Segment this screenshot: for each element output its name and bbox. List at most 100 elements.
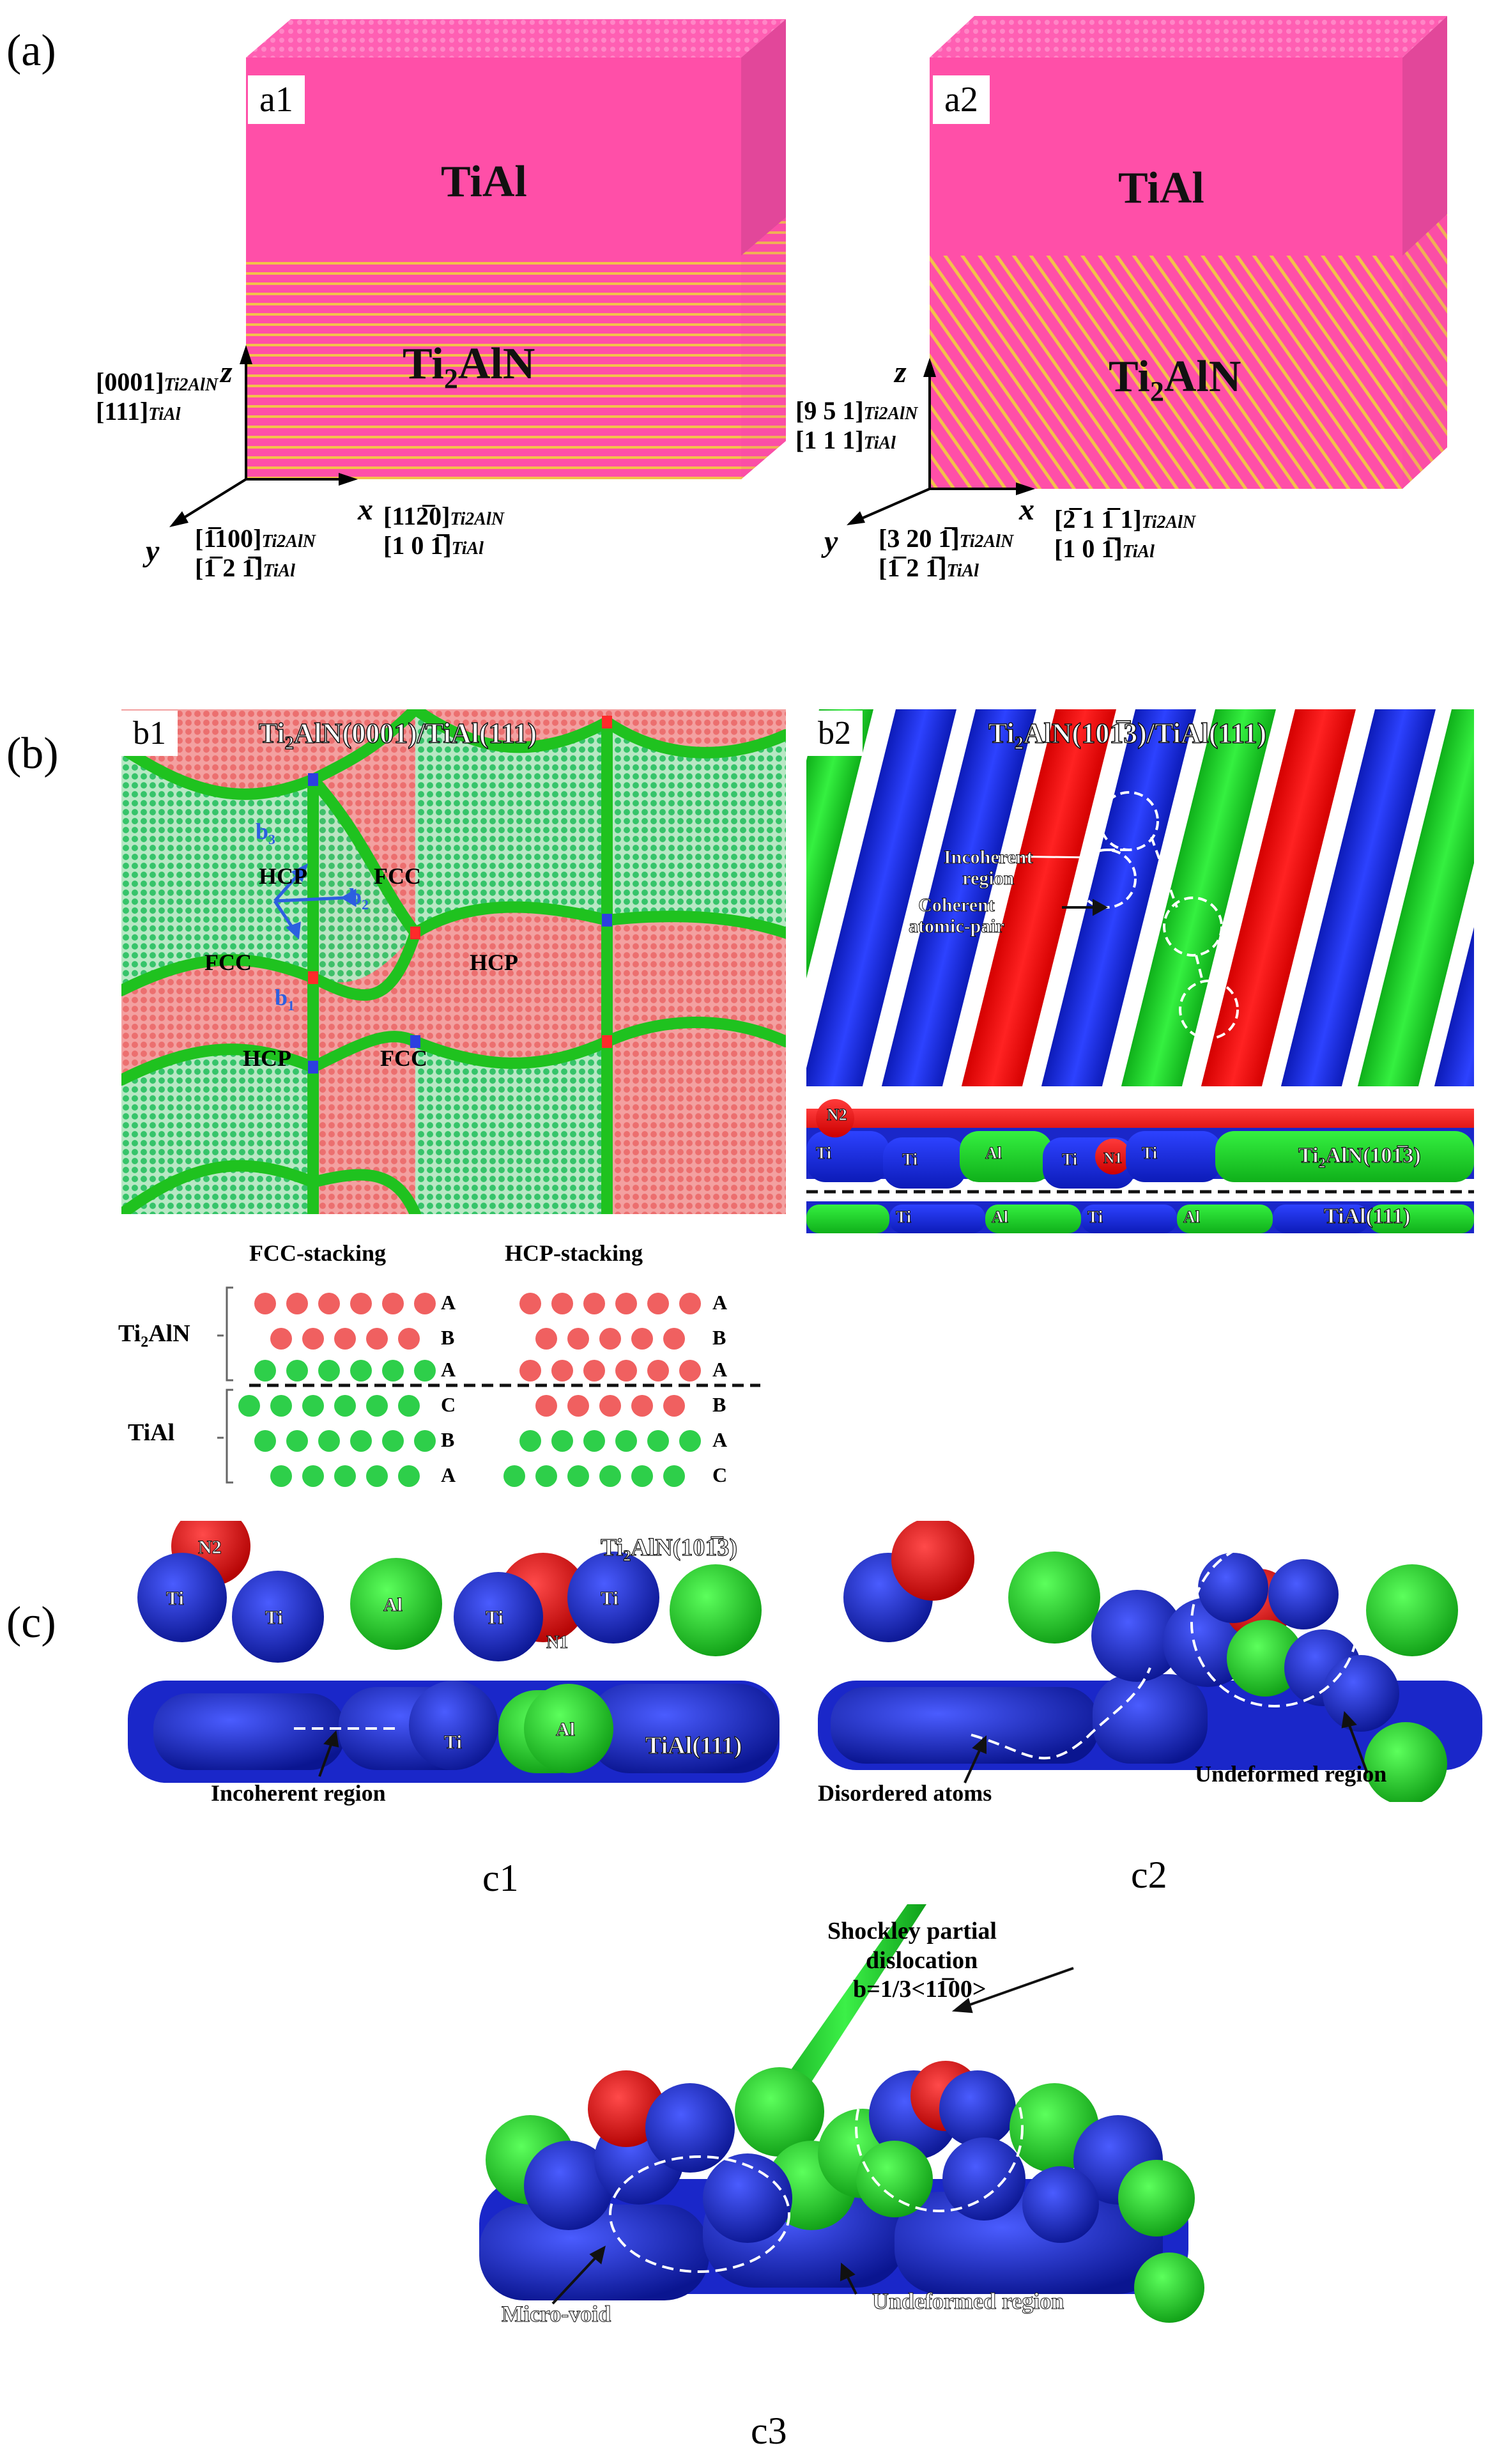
- a1-z-axis: z: [220, 355, 233, 389]
- b1-hcp-letter-4: B: [712, 1393, 726, 1416]
- a1-ti2aln-label: Ti2AlN: [403, 339, 535, 394]
- a1-z-directions: [0001]Ti2AlN [111]TiAl: [96, 367, 219, 426]
- a2-top-face: [930, 16, 1447, 58]
- c1-upper-name: Ti2AlN(101̅3): [600, 1534, 737, 1565]
- panel-a2: a2 TiAl Ti2AlN z x y [9 5 1]Ti2AlN [1 1 …: [792, 0, 1490, 639]
- b1-interface-map: [121, 709, 786, 1214]
- b2-upper-name: Ti2AlN(101̅3): [1298, 1143, 1421, 1171]
- c1-atom-al-1: Al: [383, 1594, 403, 1616]
- a2-y-axis: y: [824, 525, 838, 558]
- c1-atom-ti-2: Ti: [265, 1607, 284, 1629]
- c1-atom-ti-1: Ti: [166, 1588, 185, 1610]
- b2-atom-n1: N1: [1103, 1150, 1123, 1167]
- a1-top-face: [246, 19, 786, 58]
- panel-c2: Disordered atoms Undeformed region c2: [818, 1521, 1490, 1896]
- b1-label: b1: [121, 711, 178, 756]
- a1-tial-label: TiAl: [441, 157, 527, 206]
- a2-front-ti2aln: [930, 256, 1402, 489]
- b1-stacking-diagram: [217, 1286, 760, 1487]
- a1-side-face-lower: [741, 217, 786, 479]
- b1-fcc-letter-4: C: [441, 1393, 456, 1416]
- b2-atom-ti-1: Ti: [815, 1144, 832, 1163]
- panel-b1: b1 Ti2AlN(0001)/TiAl(111) HCP FCC FCC HC…: [118, 709, 786, 1534]
- b1-vector-b1: b1: [275, 985, 295, 1014]
- c3-micro-void-note: Micro-void: [501, 2301, 611, 2327]
- a1-x-axis: x: [358, 493, 373, 527]
- c2-caption: c2: [1131, 1854, 1167, 1896]
- b1-region-hcp-1: HCP: [259, 863, 307, 889]
- b2-atom-ti-3: Ti: [1061, 1150, 1078, 1169]
- b2-lower-atom-al-2: Al: [1183, 1208, 1201, 1227]
- a2-z-axis: z: [895, 355, 907, 389]
- b1-fcc-letter-3: A: [441, 1358, 456, 1381]
- a2-slab-illustration: [847, 16, 1447, 525]
- b1-hcp-letter-6: C: [712, 1463, 728, 1486]
- b2-lower-atom-ti-2: Ti: [1087, 1208, 1103, 1227]
- panel-a1: a1 TiAl Ti2AlN z x y [0001]Ti2AlN [111]T…: [0, 0, 792, 639]
- b1-hcp-letter-3: A: [712, 1358, 728, 1381]
- b1-vector-b3: b3: [256, 819, 276, 848]
- a2-z-directions: [9 5 1]Ti2AlN [1 1 1]TiAl: [795, 396, 918, 454]
- a1-front-ti2aln: [246, 256, 741, 479]
- c1-atom-al-2: Al: [556, 1719, 576, 1741]
- b2-lower-atom-al-1: Al: [992, 1208, 1009, 1227]
- b2-lower-atom-ti-1: Ti: [895, 1208, 912, 1227]
- c3-atomic-view: [479, 1904, 1204, 2323]
- panel-letter-c: (c): [6, 1598, 56, 1647]
- c2-disordered-note: Disordered atoms: [818, 1780, 992, 1806]
- a2-label: a2: [933, 75, 990, 124]
- c3-shockley-note: Shockley partial dislocation b=1/3<11̅00…: [827, 1918, 997, 2003]
- b1-region-fcc-3: FCC: [380, 1045, 427, 1071]
- b2-label: b2: [806, 711, 863, 756]
- a1-y-axis: y: [146, 534, 160, 568]
- b1-region-fcc-2: FCC: [204, 950, 252, 975]
- b2-atom-ti-2: Ti: [902, 1150, 918, 1169]
- c1-atom-ti-5: Ti: [444, 1732, 463, 1753]
- b1-fcc-letter-1: A: [441, 1291, 456, 1314]
- c1-atom-ti-3: Ti: [486, 1607, 504, 1629]
- b1-hcp-letter-5: A: [712, 1428, 728, 1451]
- b1-region-hcp-2: HCP: [470, 950, 518, 975]
- c2-undeformed-note: Undeformed region: [1195, 1761, 1387, 1787]
- a2-side-face-lower: [1402, 214, 1447, 489]
- a2-x-axis: x: [1019, 493, 1034, 527]
- a2-tial-label: TiAl: [1118, 164, 1204, 213]
- a1-front-tial: [246, 58, 741, 262]
- c1-atom-ti-4: Ti: [601, 1588, 619, 1610]
- a2-y-directions: [3 20 1̅]Ti2AlN [1̅ 2 1̅]TiAl: [879, 524, 1014, 582]
- b1-hcp-letter-1: A: [712, 1291, 728, 1314]
- b1-fcc-letter-2: B: [441, 1326, 455, 1349]
- b2-lower-name: TiAl(111): [1323, 1204, 1411, 1228]
- c1-atomic-view: [128, 1521, 780, 1783]
- b1-tial-side-label: TiAl: [128, 1419, 175, 1446]
- a1-slab-illustration: [169, 19, 786, 527]
- b1-fcc-stacking-title: FCC-stacking: [249, 1240, 386, 1266]
- b2-atomic-view: [806, 709, 1474, 1233]
- a1-y-directions: [1̅100]Ti2AlN [1̅ 2 1̅]TiAl: [195, 524, 316, 582]
- a2-ti2aln-label: Ti2AlN: [1109, 352, 1241, 407]
- c1-lower-name: TiAl(111): [645, 1732, 742, 1759]
- b1-vector-b2: b2: [349, 884, 369, 913]
- b1-fcc-letter-5: B: [441, 1428, 455, 1451]
- c3-caption: c3: [751, 2410, 787, 2452]
- panel-letter-a: (a): [6, 26, 56, 75]
- b1-hcp-letter-2: B: [712, 1326, 726, 1349]
- a1-label: a1: [248, 75, 305, 124]
- panel-c1: N2 Ti Ti Al Ti Ti N1 Al Ti Ti2AlN(101̅3)…: [128, 1521, 792, 1899]
- b1-hcp-stacking-title: HCP-stacking: [505, 1240, 643, 1266]
- b2-atom-n2: N2: [827, 1105, 848, 1125]
- a2-front-tial: [930, 58, 1402, 262]
- c2-atomic-view: [818, 1521, 1482, 1802]
- b2-atom-ti-4: Ti: [1141, 1144, 1158, 1163]
- b1-region-hcp-3: HCP: [243, 1045, 291, 1071]
- panel-c3: Shockley partial dislocation b=1/3<11̅00…: [479, 1904, 1220, 2464]
- a2-x-directions: [2̅ 1 1̅ 1]Ti2AlN [1 0 1̅]TiAl: [1054, 505, 1196, 563]
- b1-region-fcc-1: FCC: [374, 863, 421, 889]
- b1-ti2aln-side-label: Ti2AlN: [118, 1320, 190, 1351]
- c1-incoherent-note: Incoherent region: [211, 1780, 386, 1806]
- c1-atom-n1: N1: [546, 1633, 569, 1653]
- a1-x-directions: [112̅0]Ti2AlN [1 0 1̅]TiAl: [383, 502, 504, 560]
